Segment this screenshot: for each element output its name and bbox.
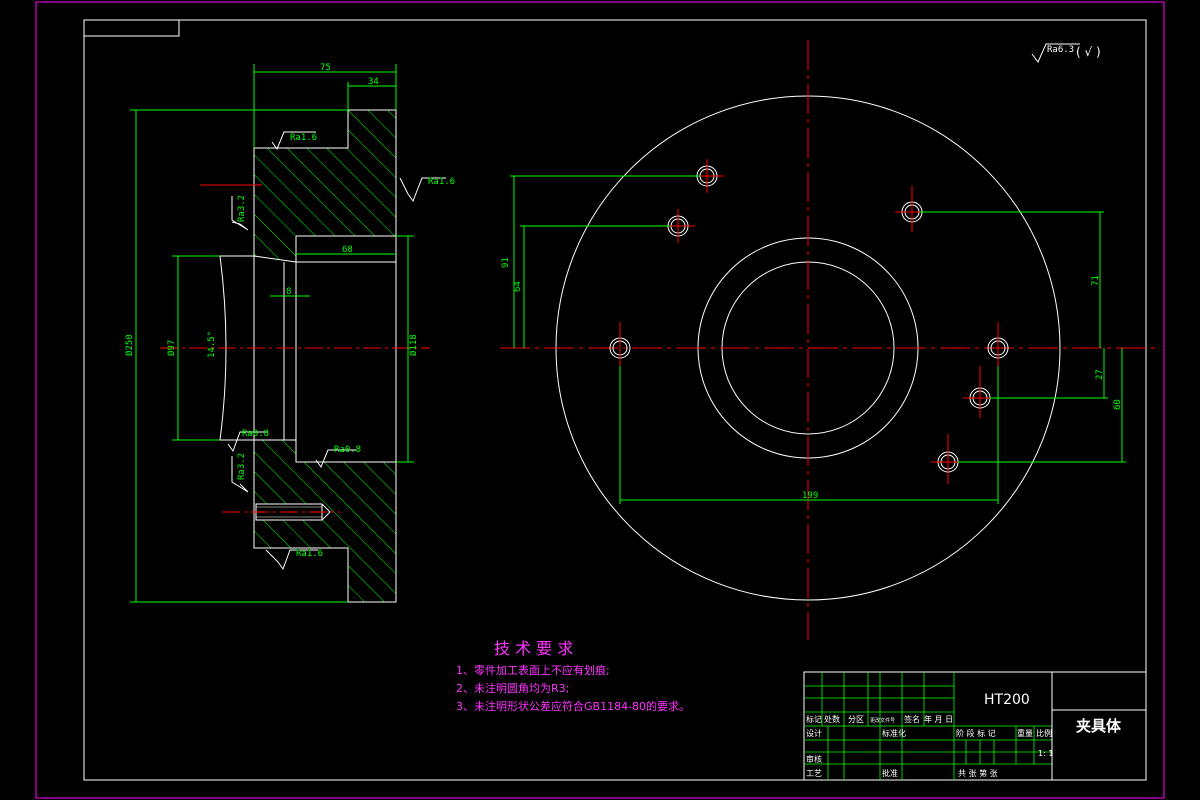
label-standard: 标准化	[882, 728, 906, 738]
dim-34: 34	[368, 77, 379, 87]
part-name: 夹具体	[1076, 717, 1122, 735]
material: HT200	[984, 692, 1030, 708]
dim-dia118: Ø118	[408, 334, 419, 356]
global-roughness-value: Ra6.3	[1047, 45, 1074, 55]
dim-dia250: Ø250	[124, 334, 135, 356]
scale-value: 1: 1	[1038, 749, 1053, 758]
rough-r2: Ra1.6	[428, 177, 455, 187]
row-label-zone: 分区	[848, 715, 864, 724]
corner-box	[83, 19, 180, 37]
title-block: HT200 夹具体 标记 处数 分区 更改文件号 签名 年 月 日 设计 标准化…	[803, 671, 1147, 781]
label-approve: 批准	[882, 768, 898, 778]
rough-r4: Ra0.8	[242, 429, 269, 439]
plan-view: 91 64 71 27 60 199	[500, 40, 1160, 640]
label-sheets: 共 张 第 张	[958, 768, 998, 778]
row-label-change-doc: 更改文件号	[870, 717, 895, 724]
row-label-sign: 签名	[904, 714, 920, 724]
dim-60: 60	[1113, 399, 1123, 410]
label-stage: 阶 段 标 记	[956, 728, 996, 738]
outer-frame	[35, 1, 1165, 799]
tech-req-title: 技 术 要 求	[494, 639, 573, 658]
rough-r3: Ra3.2	[237, 195, 247, 222]
dim-angle: 14.5°	[207, 331, 217, 358]
label-review: 审核	[806, 754, 822, 764]
rough-r5: Ra0.8	[334, 445, 361, 455]
label-craft: 工艺	[806, 769, 822, 778]
dim-27: 27	[1095, 369, 1105, 380]
section-view: 75 34 68 8 Ø250 Ø97 14.5° Ø118 Ra1.6 Ra1…	[124, 63, 455, 603]
global-roughness: Ra6.3 ( √ )	[1031, 43, 1101, 63]
tech-req-item-3: 3、未注明形状公差应符合GB1184-80的要求。	[456, 699, 690, 713]
rough-r7: Ra1.6	[296, 549, 323, 559]
dim-64: 64	[513, 281, 523, 292]
label-weight: 重量	[1017, 728, 1033, 738]
dim-71: 71	[1091, 275, 1101, 286]
rough-r1: Ra1.6	[290, 133, 317, 143]
label-design: 设计	[806, 728, 822, 738]
dim-dia97: Ø97	[166, 340, 177, 356]
technical-requirements: 技 术 要 求 1、零件加工表面上不应有划痕; 2、未注明圆角均为R3; 3、未…	[456, 639, 690, 713]
global-roughness-paren: ( √ )	[1076, 45, 1101, 59]
tech-req-item-1: 1、零件加工表面上不应有划痕;	[456, 663, 610, 677]
dim-68: 68	[342, 245, 353, 255]
dim-8: 8	[286, 287, 291, 297]
label-scale: 比例	[1036, 728, 1052, 738]
dim-75: 75	[320, 63, 331, 73]
row-label-date: 年 月 日	[924, 714, 953, 724]
inner-frame	[83, 19, 1147, 781]
dim-91: 91	[501, 257, 511, 268]
row-label-mark: 标记	[806, 714, 822, 724]
dim-199: 199	[802, 491, 818, 501]
rough-r6: Ra3.2	[237, 453, 247, 480]
tech-req-item-2: 2、未注明圆角均为R3;	[456, 681, 569, 695]
row-label-count: 处数	[824, 714, 840, 724]
